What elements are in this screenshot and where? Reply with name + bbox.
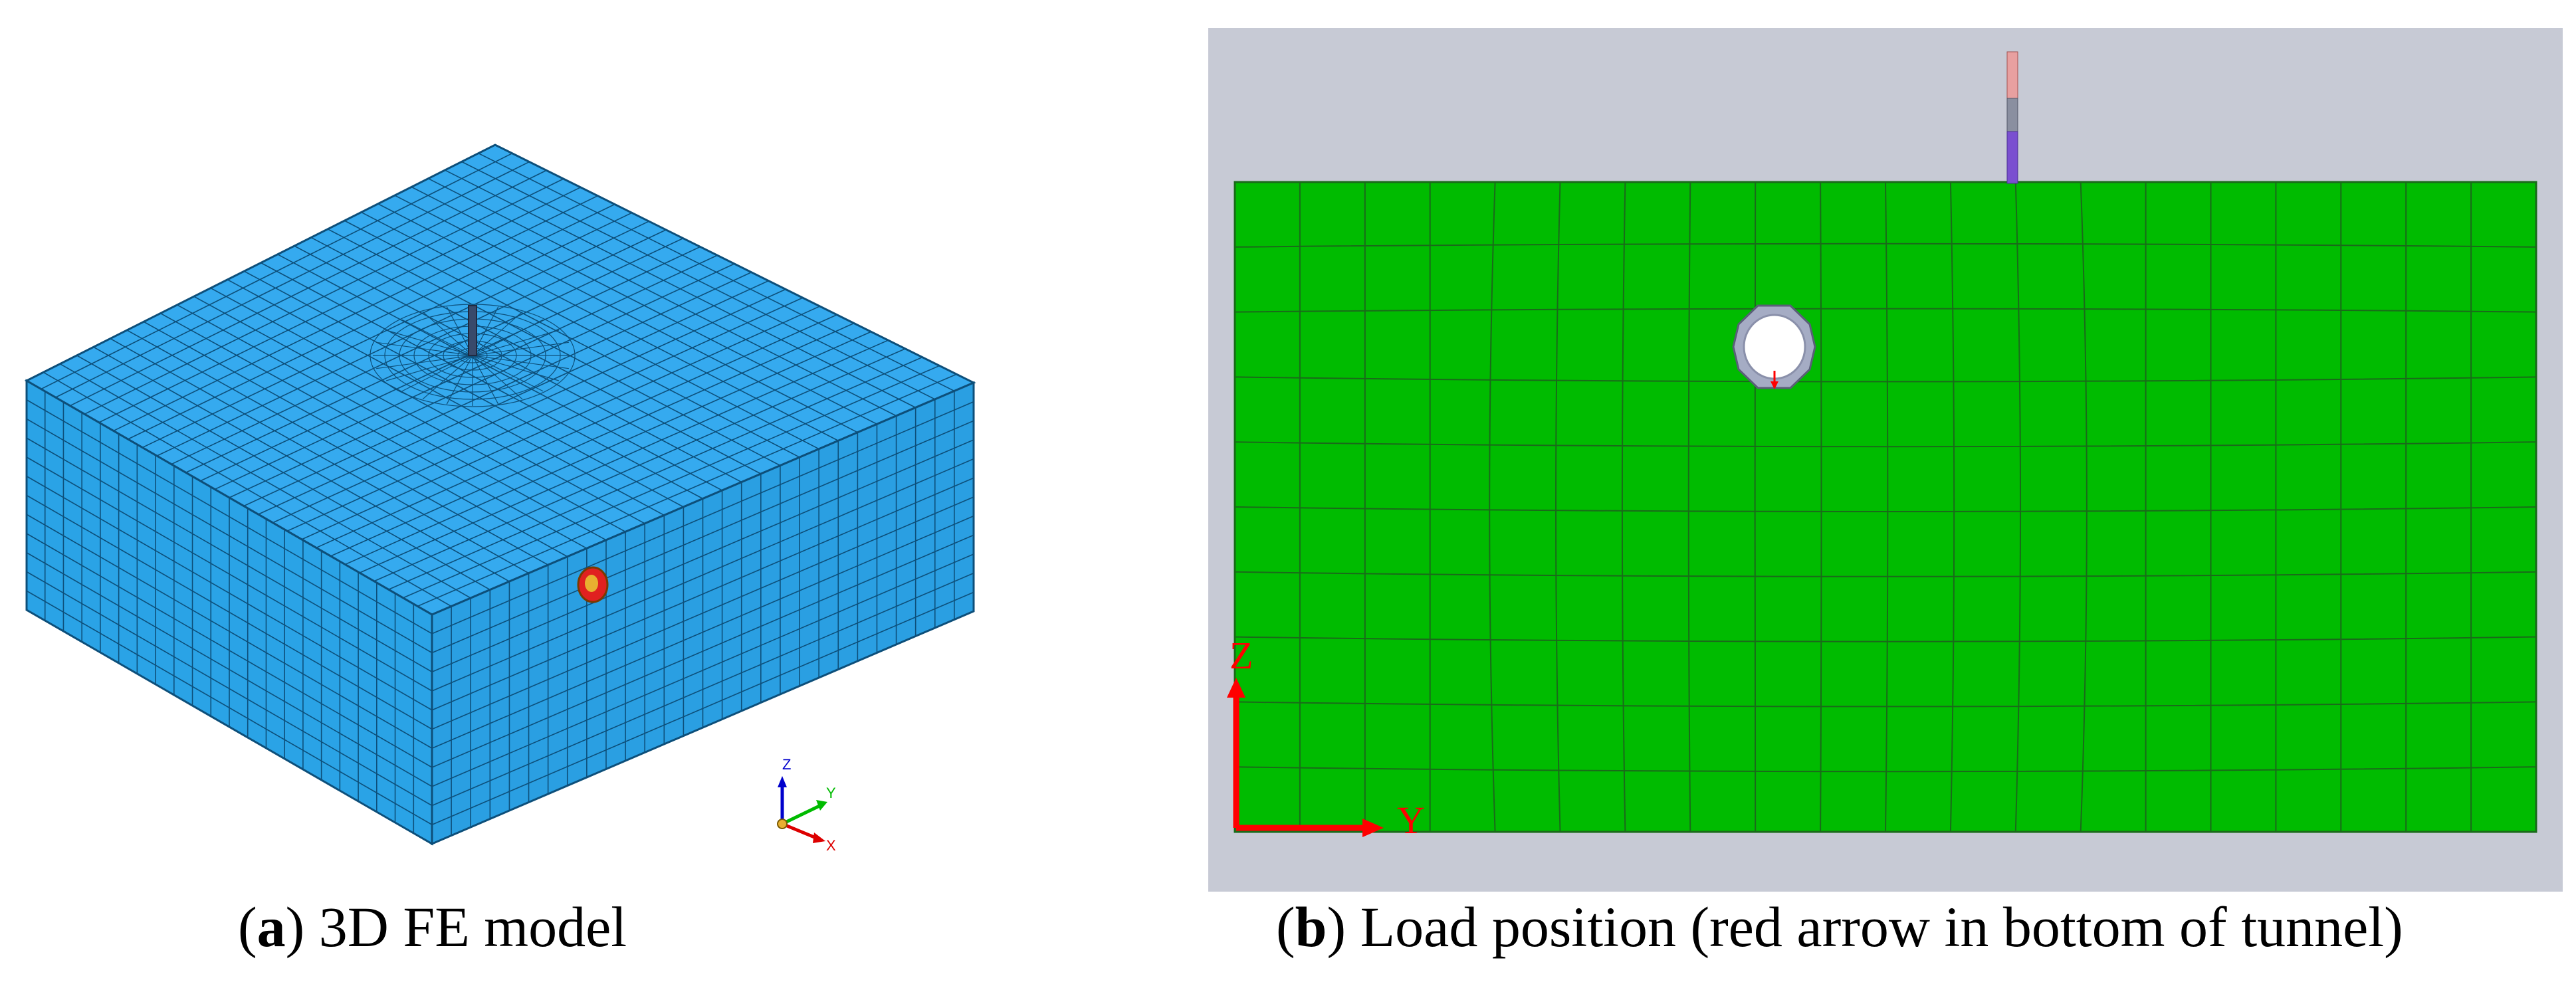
axis-label-y: Y	[1397, 799, 1425, 842]
axis-label-z: Z	[1230, 634, 1253, 677]
fe-model-3d-figure	[24, 144, 976, 846]
pile-element	[468, 305, 477, 356]
panel-3d-fe-model: Z Y X	[0, 0, 1263, 984]
soil-mesh-block	[1234, 181, 2537, 833]
panel-load-position: Z Y	[1203, 0, 2576, 984]
model-mesh-refinement	[370, 304, 576, 407]
pile-column	[2006, 51, 2018, 184]
caption-panel-b: (b) Load position (red arrow in bottom o…	[1276, 895, 2403, 959]
tunnel-opening	[1743, 314, 1806, 380]
tunnel	[1732, 304, 1816, 389]
tunnel-marker	[577, 566, 609, 603]
soil-mesh-lines	[1234, 181, 2537, 833]
coordinate-triad	[777, 776, 827, 843]
load-position-figure	[1208, 28, 2563, 892]
axis-triad-2d	[1227, 678, 1384, 837]
caption-panel-a: (a) 3D FE model	[238, 895, 627, 959]
model-mesh-lines	[26, 152, 974, 836]
triad-label-y: Y	[826, 785, 836, 801]
triad-label-x: X	[826, 837, 836, 854]
triad-label-z: Z	[782, 756, 792, 773]
load-arrow-head	[1771, 381, 1778, 389]
